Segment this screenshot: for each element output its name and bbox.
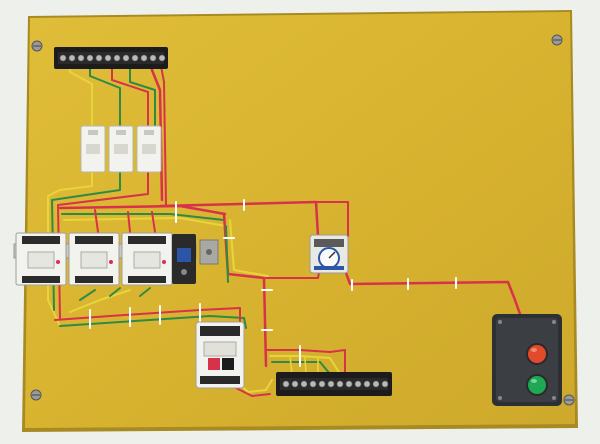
- contactor-row: [15, 232, 219, 286]
- green-button-icon: [526, 374, 548, 396]
- screw-icon: [563, 394, 575, 406]
- terminal-strip-bottom: [276, 372, 392, 396]
- screw-icon: [551, 34, 563, 46]
- terminal-strip-top: [54, 47, 168, 69]
- motor-protection-breaker: [195, 321, 245, 389]
- push-button-station: [492, 314, 562, 406]
- timer-relay: [309, 234, 349, 274]
- fuse-holder-row: [80, 125, 162, 173]
- mounting-board: [22, 10, 578, 432]
- screw-icon: [31, 40, 43, 52]
- screw-icon: [30, 389, 42, 401]
- red-button-icon: [526, 343, 548, 365]
